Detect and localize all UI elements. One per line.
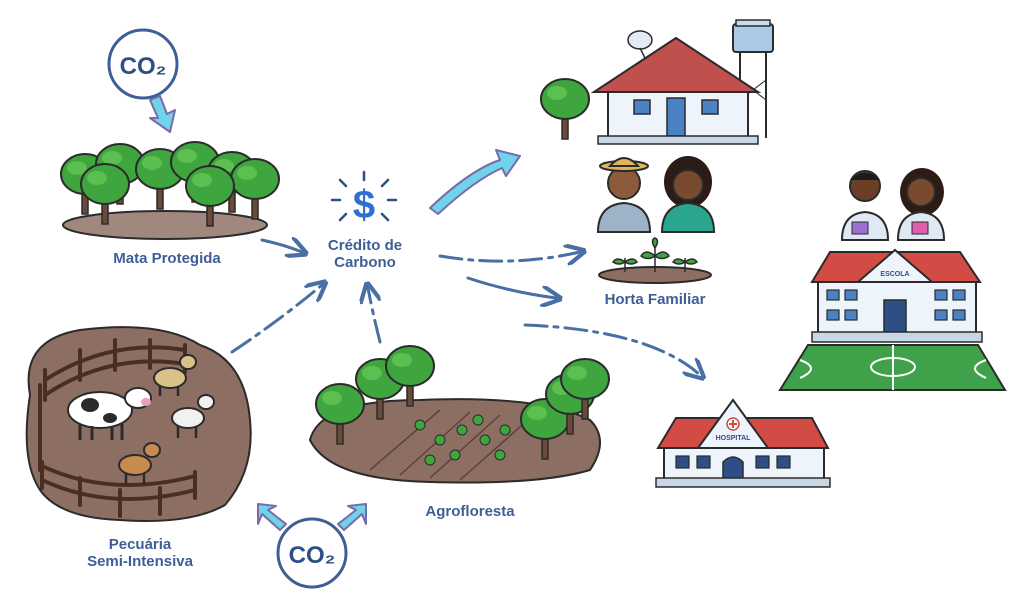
label-agrofloresta: Agrofloresta: [425, 503, 515, 520]
arrow-credit-to-hospital: [523, 323, 700, 375]
arrow-forest-to-credit: [260, 240, 302, 252]
co2-text: CO₂: [120, 53, 167, 80]
arrow-credit-to-house: [429, 149, 521, 215]
label-horta-familiar: Horta Familiar: [604, 291, 706, 308]
label-credito-line2: Carbono: [334, 254, 396, 271]
label-pecuaria-line1: Pecuária: [108, 536, 172, 553]
school-icon: ESCOLA: [810, 248, 983, 343]
goat-icon: [153, 354, 197, 396]
co2-text: CO₂: [289, 542, 336, 569]
hospital-sign: HOSPITAL: [716, 435, 752, 442]
farmer-avatar: [596, 157, 652, 233]
label-mata-protegida: Mata Protegida: [113, 250, 221, 267]
agroforestry: [308, 345, 610, 484]
school-scene: ESCOLA: [778, 168, 1007, 391]
soccer-field: [778, 344, 1007, 391]
livestock-pasture: [25, 326, 252, 522]
house-scene: [540, 19, 774, 233]
protected-forest: [60, 141, 280, 240]
house-icon: [590, 36, 762, 145]
hospital-icon: HOSPITAL: [655, 398, 831, 488]
svg-text:$: $: [353, 183, 375, 227]
arrow-credit-to-garden: [438, 252, 580, 261]
arrow-credit-to-school-path: [466, 276, 556, 298]
flow-arrows: [230, 240, 700, 375]
student-girl-avatar: [896, 168, 946, 241]
goat-icon: [171, 394, 215, 438]
label-pecuaria-line2: Semi-Intensiva: [87, 553, 193, 570]
label-credito-carbono: Crédito de Carbono: [305, 237, 425, 271]
label-pecuaria: Pecuária Semi-Intensiva: [60, 536, 220, 570]
woman-avatar: [660, 156, 716, 233]
cow-icon: [67, 387, 152, 440]
co2-badge-icon: CO₂: [107, 28, 179, 133]
school-sign: ESCOLA: [880, 271, 909, 278]
arrow-pasture-to-credit: [230, 285, 322, 354]
co2-badge-icon: CO₂: [257, 503, 367, 589]
goat-icon: [118, 442, 161, 484]
satellite-dish-icon: [627, 30, 653, 59]
label-credito-line1: Crédito de: [327, 237, 403, 254]
dollar-icon: $: [330, 170, 398, 227]
student-boy-avatar: [840, 170, 890, 241]
arrow-agro-to-credit: [368, 288, 382, 344]
family-garden: [598, 237, 712, 284]
